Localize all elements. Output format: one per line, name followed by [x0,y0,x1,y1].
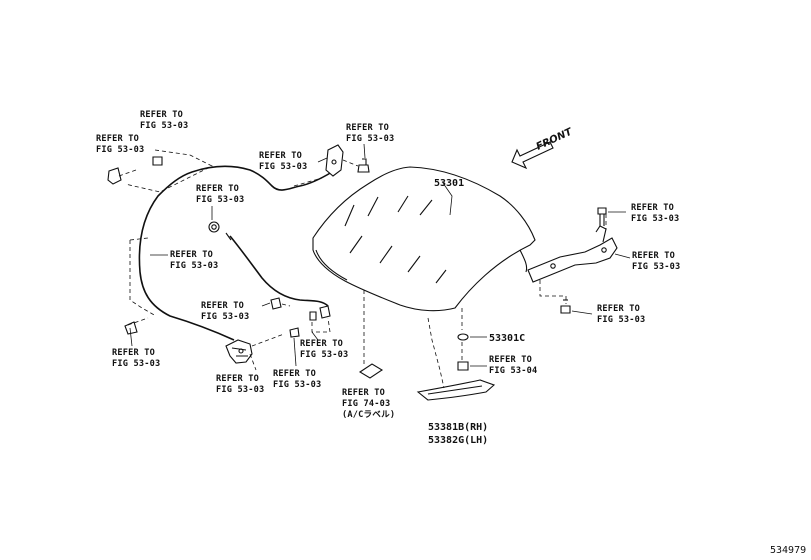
front-label: FRONT [535,126,575,153]
svg-text:FIG 53-03: FIG 53-03 [632,262,680,272]
svg-text:REFER TO: REFER TO [196,184,239,194]
svg-text:FIG 53-03: FIG 53-03 [273,380,321,390]
clip-latch-bolt-icon [289,327,300,338]
ref-label-r13: REFER TO FIG 53-03 [632,251,680,272]
grommet-icon [208,221,220,233]
svg-text:REFER TO: REFER TO [201,301,244,311]
illustration-id: 534979 [770,545,806,556]
svg-text:FIG 53-03: FIG 53-03 [300,350,348,360]
cushion-icon [457,333,469,341]
hinge-bolt-upper-icon [597,207,607,226]
cable-clip-top-icon [152,156,163,166]
hinge-bolt-lower-icon [560,299,571,314]
svg-text:FIG 53-03: FIG 53-03 [96,145,144,155]
svg-text:REFER TO: REFER TO [112,348,155,358]
svg-text:FIG 53-03: FIG 53-03 [201,312,249,322]
ref-label-r4: REFER TO FIG 53-03 [259,151,307,172]
leader-lines [118,143,631,389]
ac-label-icon [358,363,384,379]
ref-label-r3: REFER TO FIG 53-03 [346,123,394,144]
ref-label-r16: REFER TO FIG 74-03 (A/Cラベル) [342,388,395,420]
hood-seal[interactable] [416,379,496,401]
svg-text:FIG 53-03: FIG 53-03 [346,134,394,144]
hood-panel[interactable] [312,166,536,312]
clip-nut-upper-icon [357,158,370,173]
part-number-seal-rh: 53381B(RH) [428,422,488,433]
svg-text:REFER TO: REFER TO [489,355,532,365]
ref-label-r9: REFER TO FIG 53-03 [300,339,348,360]
ref-label-r1: REFER TO FIG 53-03 [140,110,188,131]
front-direction-arrow: FRONT [511,126,575,170]
svg-text:FIG 53-03: FIG 53-03 [631,214,679,224]
clip-pair-icon [309,305,331,321]
svg-text:REFER TO: REFER TO [273,369,316,379]
svg-text:REFER TO: REFER TO [140,110,183,120]
ref-label-r11: REFER TO FIG 53-03 [273,369,321,390]
bumper-icon [457,361,469,371]
svg-text:FIG 53-03: FIG 53-03 [140,121,188,131]
release-cable [138,165,333,341]
ref-label-r5: REFER TO FIG 53-03 [196,184,244,205]
svg-text:FIG 53-03: FIG 53-03 [216,385,264,395]
cable-clip-left-icon [107,167,122,185]
ref-label-r10: REFER TO FIG 53-03 [216,374,264,395]
ref-label-r14: REFER TO FIG 53-03 [597,304,645,325]
part-number-cushion: 53301C [489,333,525,344]
svg-text:REFER TO: REFER TO [96,134,139,144]
svg-text:FIG 74-03: FIG 74-03 [342,399,390,409]
svg-text:FIG 53-03: FIG 53-03 [259,162,307,172]
ac-label-note: (A/Cラベル) [342,409,395,420]
hood-hinge[interactable] [527,225,618,283]
svg-text:FIG 53-03: FIG 53-03 [170,261,218,271]
svg-text:REFER TO: REFER TO [342,388,385,398]
part-number-seal-lh: 53382G(LH) [428,435,488,446]
hood-lock-latch[interactable] [225,339,253,364]
svg-text:REFER TO: REFER TO [632,251,675,261]
svg-text:REFER TO: REFER TO [300,339,343,349]
ref-label-r7: REFER TO FIG 53-03 [201,301,249,322]
ref-label-r15: REFER TO FIG 53-04 [489,355,537,376]
svg-text:FIG 53-03: FIG 53-03 [112,359,160,369]
clip-mid-icon [270,297,282,310]
svg-text:REFER TO: REFER TO [631,203,674,213]
ref-label-r12: REFER TO FIG 53-03 [631,203,679,224]
svg-text:REFER TO: REFER TO [597,304,640,314]
svg-text:REFER TO: REFER TO [346,123,389,133]
svg-text:FIG 53-04: FIG 53-04 [489,366,537,376]
ref-label-r6: REFER TO FIG 53-03 [170,250,218,271]
svg-text:REFER TO: REFER TO [259,151,302,161]
svg-text:REFER TO: REFER TO [216,374,259,384]
ref-label-r8: REFER TO FIG 53-03 [112,348,160,369]
part-number-hood: 53301 [434,178,464,189]
ref-label-r2: REFER TO FIG 53-03 [96,134,144,155]
svg-text:REFER TO: REFER TO [170,250,213,260]
svg-text:FIG 53-03: FIG 53-03 [196,195,244,205]
cable-clip-upper-icon [325,144,344,177]
svg-text:FIG 53-03: FIG 53-03 [597,315,645,325]
